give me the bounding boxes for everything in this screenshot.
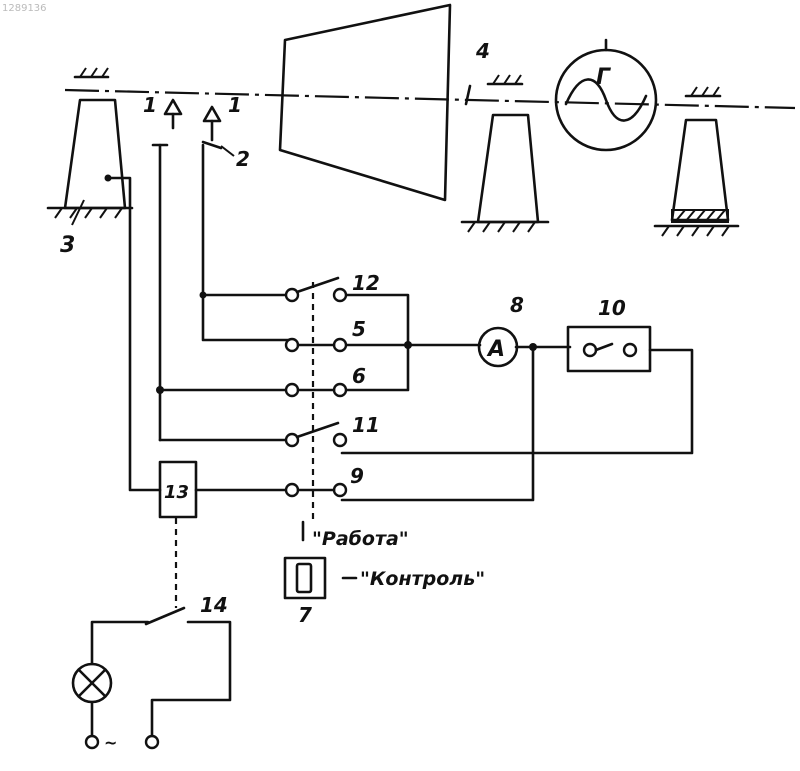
probe-right-label: 1 (228, 93, 242, 117)
switch-6-label: 6 (352, 364, 366, 388)
bearing-middle (462, 115, 548, 232)
switch-9-label: 9 (350, 464, 364, 488)
switch-linkage (303, 282, 313, 540)
switch-12: 12 (286, 271, 380, 301)
unit-10-label: 10 (598, 296, 626, 320)
switch-11-label: 11 (352, 413, 380, 437)
mode-switch-7: 7 (285, 558, 356, 627)
mode-switch-label: 7 (298, 603, 312, 627)
generator: Г (556, 40, 656, 150)
unit-10: 10 (568, 296, 650, 371)
switch-5-label: 5 (352, 317, 366, 341)
ammeter-symbol: A (486, 337, 505, 362)
probe-left-label: 1 (143, 93, 157, 117)
shaft-mark-label: 4 (475, 39, 490, 63)
switch-11: 11 (286, 413, 380, 446)
watermark-text: 1289136 (2, 3, 47, 14)
ground-hatch-top-middle (488, 75, 522, 84)
probe-left: 1 (143, 93, 181, 128)
switch-9: 9 (286, 464, 364, 496)
generator-label: Г (596, 65, 611, 90)
mode-label-work: "Работа" (312, 528, 409, 550)
turbine (280, 5, 450, 200)
lamp-terminal-mark: ~ (104, 733, 117, 752)
bearing-label: 3 (60, 233, 75, 258)
switch-14-label: 14 (200, 593, 228, 617)
ammeter: A 8 (479, 293, 524, 366)
ground-hatch-top-left (75, 68, 108, 77)
switch-12-label: 12 (352, 271, 380, 295)
relay-13: 13 (160, 462, 196, 608)
lamp-icon (73, 664, 111, 702)
mode-label-control: "Контроль" (360, 568, 485, 590)
ammeter-label: 8 (510, 293, 524, 317)
probe-right: 1 2 (203, 93, 250, 171)
relay-13-label: 13 (164, 482, 189, 503)
shaft-mark-4: 4 (466, 39, 490, 104)
ground-hatch-top-right (686, 87, 720, 96)
probe-mark-label: 2 (236, 147, 250, 171)
shaft-axis (65, 90, 795, 108)
wiring (105, 145, 693, 500)
bearing-right (655, 120, 738, 236)
